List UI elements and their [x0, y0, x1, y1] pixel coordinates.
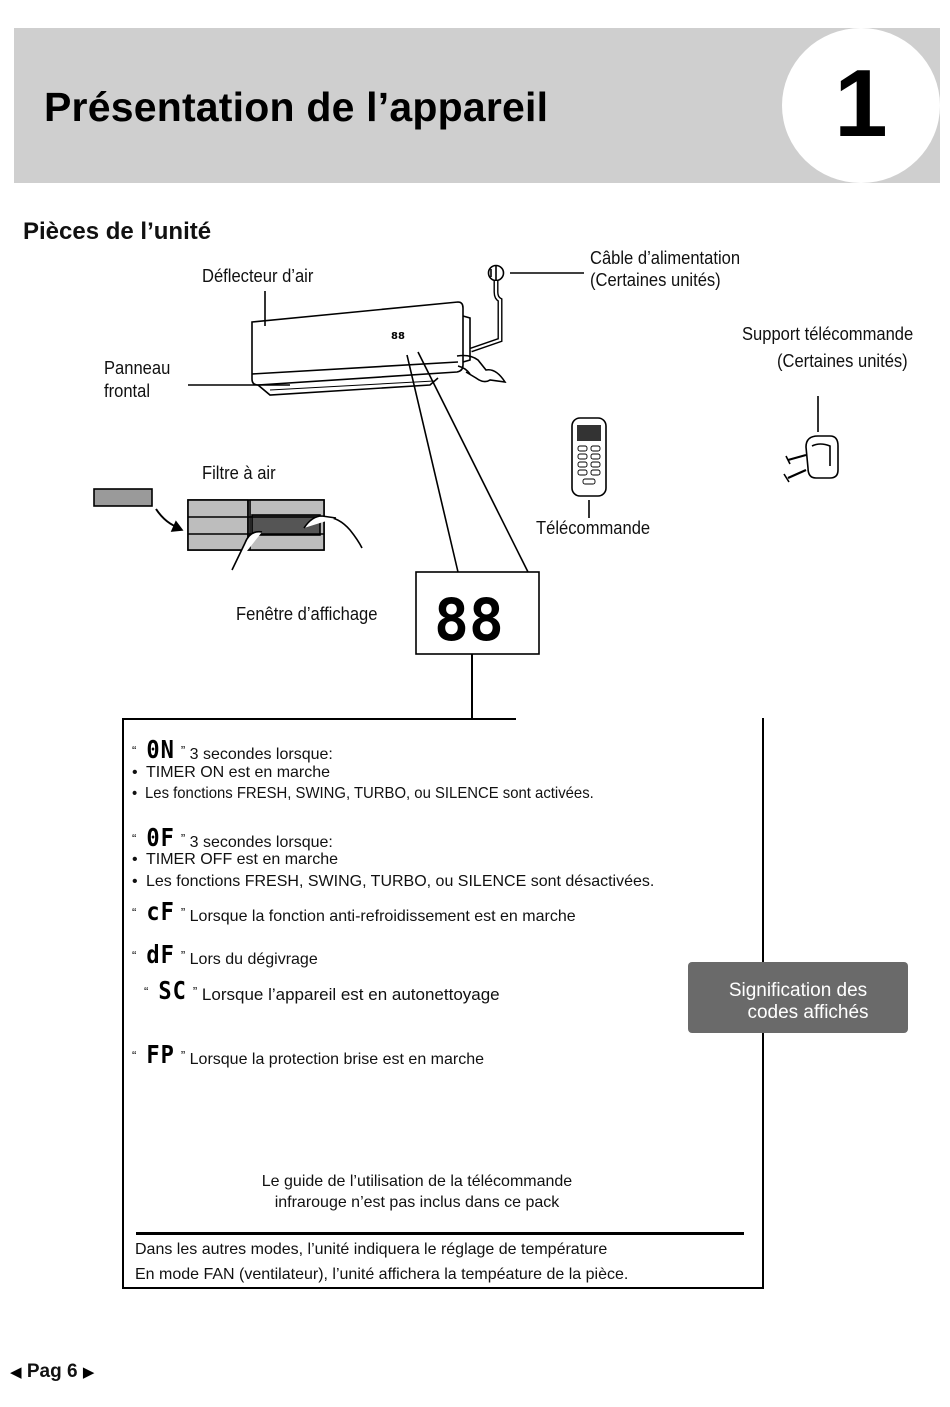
left-triangle-icon[interactable]: ◀	[10, 1364, 22, 1381]
label-front-panel-2: frontal	[104, 381, 151, 401]
guide-note-line-1: Le guide de l’utilisation de la télécomm…	[261, 1173, 573, 1190]
codes-meaning-line-2: codes affichés	[747, 1002, 869, 1023]
display-digits: 88	[434, 586, 504, 654]
air-filter-illustration	[93, 488, 363, 571]
chapter-number: 1	[834, 50, 888, 157]
code-on-text: 3 secondes lorsque:	[189, 746, 333, 763]
code-row-df: “dF” Lors du dégivrage	[132, 941, 318, 970]
page-title: Présentation de l’appareil	[44, 84, 549, 130]
remote-holder-illustration	[783, 435, 839, 483]
right-triangle-icon[interactable]: ▶	[82, 1364, 95, 1381]
page-footer: ◀ Pag 6 ▶	[10, 1361, 94, 1383]
unit-display-digits: 88	[391, 331, 405, 342]
code-cf: cF	[146, 898, 175, 927]
code-sc-text: Lorsque l’appareil est en autonettoyage	[201, 985, 500, 1004]
label-display-window: Fenêtre d’affichage	[236, 604, 378, 624]
code-fp-text: Lorsque la protection brise est en march…	[189, 1051, 485, 1068]
unit-parts-diagram: 88	[93, 264, 839, 718]
display-window-illustration: 88	[415, 571, 540, 655]
code-row-sc: “SC” Lorsque l’appareil est en autonetto…	[144, 977, 500, 1006]
label-power-cable-note: (Certaines unités)	[590, 270, 721, 290]
indoor-unit-illustration: 88	[251, 301, 507, 396]
power-cable-illustration	[470, 264, 584, 353]
code-on-bullet-2: Les fonctions FRESH, SWING, TURBO, ou SI…	[132, 784, 594, 804]
code-on-bullet-1: TIMER ON est en marche	[132, 763, 330, 783]
code-row-off: “0F” 3 secondes lorsque:	[132, 824, 333, 853]
label-air-filter: Filtre à air	[202, 463, 276, 483]
mode-note-line-1: Dans les autres modes, l’unité indiquera…	[135, 1241, 608, 1258]
code-df-text: Lors du dégivrage	[189, 951, 318, 968]
display-codes-box-top-rule	[122, 718, 516, 720]
label-air-deflector: Déflecteur d’air	[202, 266, 314, 286]
label-remote-holder-note: (Certaines unités)	[777, 351, 908, 371]
section-title: Pièces de l’unité	[23, 218, 212, 245]
code-fp: FP	[146, 1041, 175, 1070]
label-power-cable: Câble d’alimentation	[590, 248, 741, 268]
mode-separator	[136, 1232, 744, 1235]
guide-note-line-2: infrarouge n’est pas inclus dans ce pack	[274, 1194, 560, 1211]
label-remote-control: Télécommande	[536, 518, 651, 538]
codes-meaning-badge: Signification des codes affichés	[688, 962, 908, 1033]
code-cf-text: Lorsque la fonction anti-refroidissement…	[189, 908, 576, 925]
code-off-text: 3 secondes lorsque:	[189, 834, 333, 851]
code-sc: SC	[158, 977, 187, 1006]
code-off: 0F	[146, 824, 175, 853]
code-off-bullet-2: Les fonctions FRESH, SWING, TURBO, ou SI…	[132, 872, 654, 892]
label-remote-holder: Support télécommande	[742, 324, 914, 344]
remote-control-illustration	[571, 417, 607, 497]
page-number: Pag 6	[26, 1361, 78, 1382]
mode-note-line-2: En mode FAN (ventilateur), l’unité affic…	[135, 1266, 629, 1283]
code-df: dF	[146, 941, 175, 970]
code-on: 0N	[146, 736, 175, 765]
label-front-panel: Panneau	[104, 358, 171, 378]
code-row-on: “0N” 3 secondes lorsque:	[132, 736, 333, 765]
code-off-bullet-1: TIMER OFF est en marche	[132, 850, 338, 870]
code-row-cf: “cF” Lorsque la fonction anti-refroidiss…	[132, 898, 576, 927]
chapter-badge: 1	[782, 28, 940, 183]
codes-meaning-line-1: Signification des	[728, 980, 868, 1001]
code-row-fp: “FP” Lorsque la protection brise est en …	[132, 1041, 485, 1070]
